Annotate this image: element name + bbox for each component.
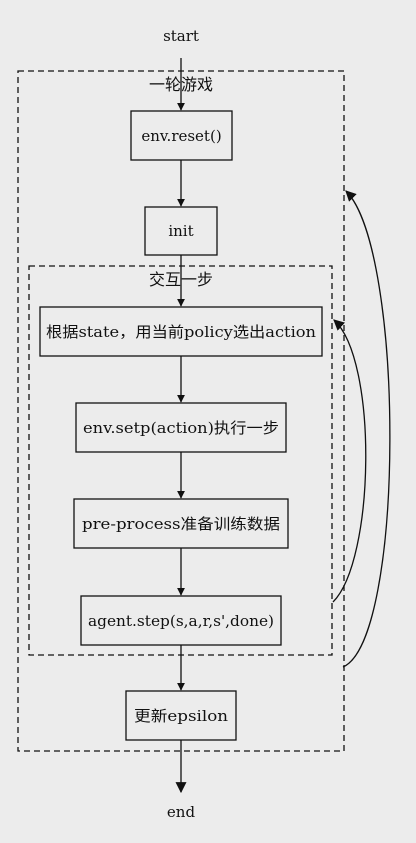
node-env-step-label: env.setp(action)执行一步 (83, 419, 279, 437)
node-preprocess-box (73, 498, 289, 549)
edge-loop-outer (342, 190, 391, 668)
end-label: end (167, 803, 196, 821)
start-label: start (163, 27, 199, 45)
node-agent-step-label: agent.step(s,a,r,s',done) (88, 612, 274, 630)
node-reset-box (130, 110, 233, 161)
node-agent-step-box (80, 595, 282, 646)
node-select-action-box (39, 306, 323, 357)
outer-cluster-label: 一轮游戏 (149, 75, 213, 94)
inner-cluster-label: 交互一步 (149, 270, 213, 289)
node-init-box (144, 206, 218, 256)
node-select-action-label: 根据state，用当前policy选出action (46, 323, 316, 341)
edge-loop-inner (332, 319, 367, 603)
node-env-step-box (75, 402, 287, 453)
node-select-action: 根据state，用当前policy选出action (39, 306, 323, 357)
node-reset-label: env.reset() (141, 127, 221, 145)
node-init-label: init (168, 222, 193, 240)
node-agent-step: agent.step(s,a,r,s',done) (80, 595, 282, 646)
node-update-epsilon: 更新epsilon (125, 690, 237, 741)
node-update-epsilon-label: 更新epsilon (134, 707, 228, 725)
node-preprocess-label: pre-process准备训练数据 (82, 515, 280, 533)
node-env-step: env.setp(action)执行一步 (75, 402, 287, 453)
node-preprocess: pre-process准备训练数据 (73, 498, 289, 549)
node-init: init (144, 206, 218, 256)
node-reset: env.reset() (130, 110, 233, 161)
node-update-epsilon-box (125, 690, 237, 741)
